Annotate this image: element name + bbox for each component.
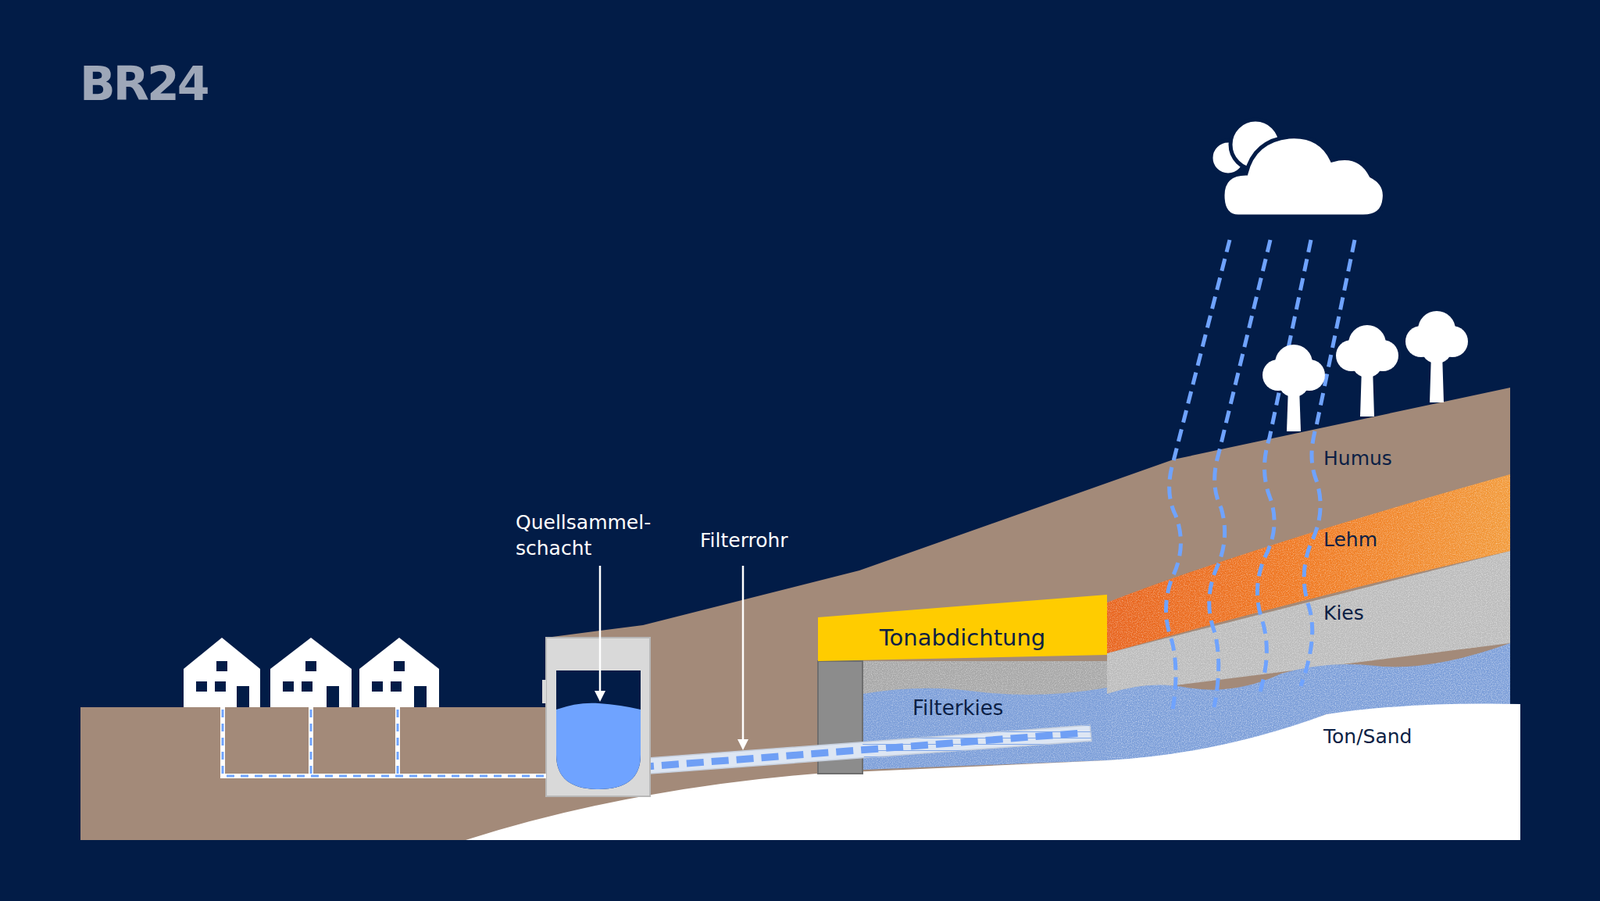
shaft-lid-notch [542,679,547,704]
filter-gravel-zone: Filterkies [862,685,1108,730]
node-text: Filterkies [912,696,1004,720]
filter-pipe [627,725,1092,775]
shaft-inner [556,670,641,790]
filterkies-water-grain [862,687,1108,770]
layer-label: Kies [1323,600,1365,627]
shaft-outer [546,637,650,797]
layer-label: Quellsammel- schacht [515,510,665,561]
layer-label: Ton/Sand [1323,724,1413,750]
layer-label: Humus [1323,446,1393,472]
houses [183,637,440,708]
clay-seal-box: Tonabdichtung [817,617,1108,658]
ton-seal-shape [817,594,1108,661]
ton-sand [465,703,1521,840]
cloud [1210,119,1385,217]
node-text: Tonabdichtung [879,624,1046,651]
logo-text: BR24 [79,53,208,115]
trees [1262,310,1468,432]
supply-flow [222,709,547,776]
leader-lines [594,565,749,750]
rain [1166,239,1356,715]
supply-pipes [222,707,547,776]
layer-label: Filterrohr [700,528,789,554]
shaft-water [556,703,641,790]
pipe-flow [636,732,1083,768]
layer-label: Lehm [1323,527,1378,554]
ton-sand-edge [1510,703,1521,840]
filterkies-water [862,687,1108,770]
